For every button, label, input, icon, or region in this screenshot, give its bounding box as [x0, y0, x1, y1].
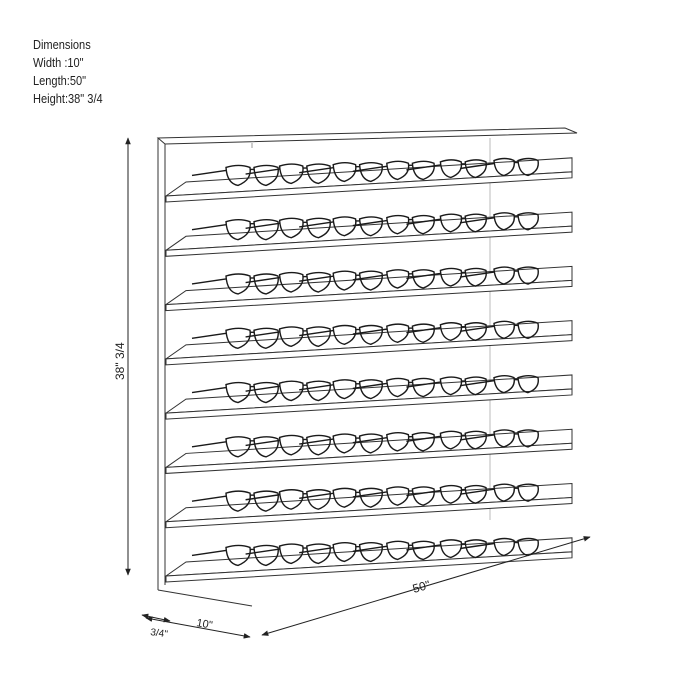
shelf-front — [165, 171, 573, 203]
eyeglasses-icon — [191, 381, 279, 404]
eyeglasses-icon — [245, 163, 331, 185]
eyeglasses-icon — [352, 377, 435, 398]
shelf — [164, 483, 573, 529]
eyeglasses-icon — [406, 376, 487, 396]
shelf-front — [165, 497, 573, 529]
eyeglasses-icon — [191, 219, 279, 241]
eyeglasses-icon — [299, 379, 383, 400]
eyeglasses-icon — [299, 216, 383, 237]
eyeglasses-icon — [245, 271, 331, 293]
eyeglasses-icon — [352, 214, 435, 235]
eyeglasses-icon — [299, 324, 383, 346]
eyeglasses-icon — [406, 322, 487, 342]
shelf-front — [165, 225, 573, 257]
shelf — [164, 265, 573, 312]
eyeglasses-icon — [245, 326, 331, 348]
eyeglasses-icon — [191, 327, 279, 350]
shelves-group — [164, 157, 573, 583]
shelf-front — [165, 334, 573, 366]
eyeglasses-icon — [299, 161, 383, 183]
eyeglasses-icon — [245, 380, 331, 402]
dimensions-spec-block: Dimensions Width :10" Length:50" Height:… — [33, 36, 103, 108]
shelf — [164, 211, 573, 257]
depth-label: 10" — [195, 617, 213, 632]
eyeglasses-icon — [459, 157, 539, 177]
shelf — [164, 374, 573, 420]
length-spec: Length:50" — [33, 73, 87, 88]
thickness-label: 3/4" — [150, 627, 169, 640]
eyeglasses-icon — [191, 490, 279, 512]
eyeglasses-icon — [459, 320, 539, 340]
eyeglasses-icon — [406, 267, 487, 287]
eyeglasses-icon — [459, 266, 539, 285]
thickness-dimension: 3/4" — [141, 613, 171, 640]
eyeglasses-icon — [299, 433, 383, 454]
shelf-front — [165, 279, 573, 312]
eyeglasses-icon — [299, 270, 383, 291]
dimensions-heading: Dimensions — [33, 37, 91, 52]
eyeglasses-icon — [459, 212, 539, 231]
eyeglasses-icon — [406, 484, 487, 504]
eyeglasses-icon — [245, 434, 331, 456]
eyeglasses-icon — [191, 164, 279, 187]
shelf — [164, 320, 573, 366]
shelf — [164, 428, 573, 474]
shelf — [164, 537, 573, 583]
eyeglasses-icon — [459, 483, 539, 502]
height-spec: Height:38" 3/4 — [33, 91, 103, 106]
eyeglasses-icon — [245, 489, 331, 510]
eyeglasses-icon — [299, 487, 383, 508]
shelf-front — [165, 388, 573, 420]
eyeglasses-icon — [459, 429, 539, 448]
length-dimension: 50" — [261, 536, 591, 636]
width-spec: Width :10" — [33, 55, 84, 70]
eyeglasses-icon — [352, 323, 435, 344]
shelf — [164, 157, 573, 203]
eyeglasses-icon — [406, 213, 487, 233]
back-panel — [156, 127, 578, 607]
eyeglasses-icon — [352, 160, 435, 181]
eyeglasses-icon — [191, 436, 279, 458]
eyeglasses-icon — [459, 374, 539, 394]
shelf-front — [165, 442, 573, 474]
height-dimension: 38" 3/4 — [113, 137, 131, 576]
eyeglasses-icon — [191, 273, 279, 295]
eyeglasses-icon — [406, 159, 487, 179]
height-label: 38" 3/4 — [113, 342, 127, 380]
eyeglasses-icon — [352, 431, 435, 452]
eyeglasses-icon — [245, 217, 331, 239]
length-label: 50" — [411, 578, 432, 596]
eyeglasses-icon — [406, 430, 487, 450]
eyeglasses-icon — [352, 486, 435, 506]
eyeglasses-icon — [352, 269, 435, 289]
